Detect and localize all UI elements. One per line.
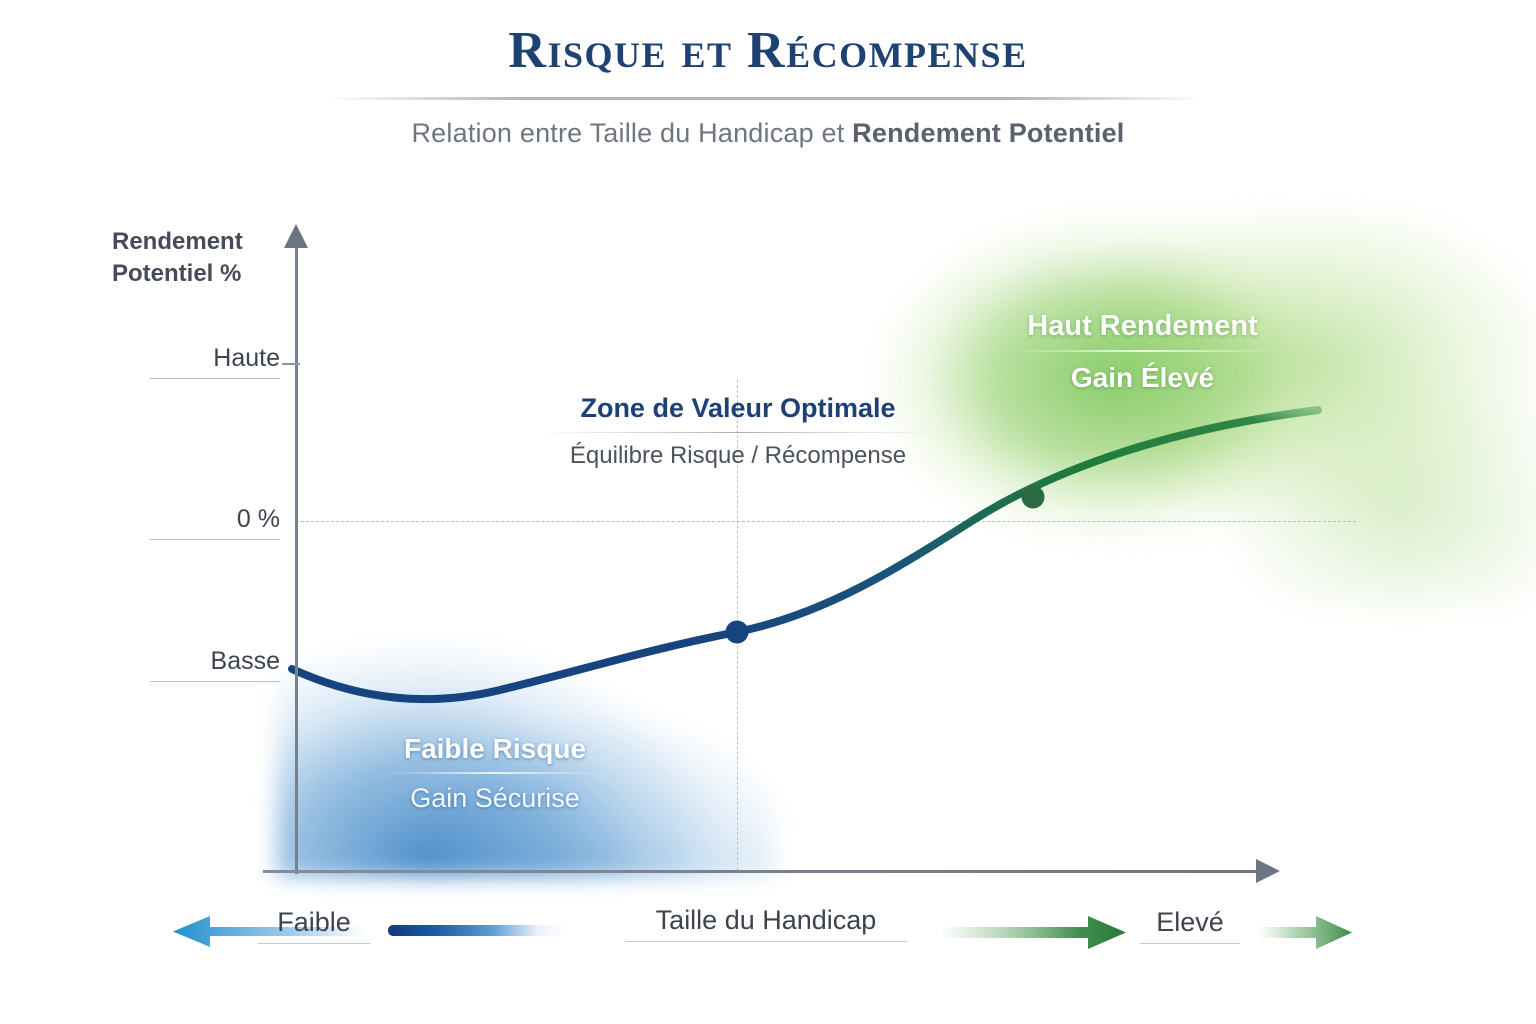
low-risk-zone-heading: Faible Risque xyxy=(403,733,587,764)
risk-reward-curve xyxy=(288,406,1322,703)
low-direction-arrow-icon xyxy=(173,916,365,947)
page-title: Risque et Récompense xyxy=(508,22,1028,79)
low-risk-zone-highlight xyxy=(300,500,720,715)
zero-percent-gridline xyxy=(296,521,1356,522)
data-point-high-return[interactable] xyxy=(1021,485,1045,509)
x-axis-title: Taille du Handicap xyxy=(625,905,907,942)
y-tick-label-basse: Basse xyxy=(150,647,280,682)
page-subtitle: Relation entre Taille du Handicap et Ren… xyxy=(0,118,1536,149)
optimal-zone-label: Zone de Valeur Optimale Équilibre Risque… xyxy=(513,392,963,471)
y-axis-arrow-icon xyxy=(284,224,308,248)
y-tick-label-zero: 0 % xyxy=(150,505,280,540)
low-risk-zone-divider xyxy=(386,772,604,774)
high-return-zone-divider xyxy=(1008,350,1277,352)
risk-gradient-bar xyxy=(388,925,568,936)
subtitle-plain: Relation entre Taille du Handicap et xyxy=(411,118,853,148)
y-axis-line xyxy=(295,228,298,874)
high-direction-arrow-small-icon xyxy=(1258,916,1352,949)
x-axis-arrow-icon xyxy=(1256,859,1280,883)
high-return-zone-subtext: Gain Élevé xyxy=(1070,361,1215,393)
high-direction-arrow-icon xyxy=(940,916,1126,949)
y-axis-title: Rendement Potentiel % xyxy=(112,228,243,287)
title-divider xyxy=(326,97,1206,100)
data-point-optimal[interactable] xyxy=(725,620,749,644)
y-tick-haute xyxy=(282,363,300,365)
y-tick-label-haute: Haute xyxy=(150,344,280,379)
subtitle-bold: Rendement Potentiel xyxy=(852,118,1125,148)
low-risk-zone-label: Faible Risque Gain Sécurise xyxy=(360,731,630,815)
low-risk-zone-subtext: Gain Sécurise xyxy=(410,782,580,813)
high-return-zone-heading: Haut Rendement xyxy=(1027,310,1258,342)
high-return-zone-shading xyxy=(845,215,1536,605)
x-axis-low-label: Faible xyxy=(258,907,370,944)
optimal-zone-heading: Zone de Valeur Optimale xyxy=(580,393,896,423)
x-axis-high-label: Elevé xyxy=(1140,907,1240,944)
x-axis-line xyxy=(263,870,1260,873)
high-return-zone-label: Haut Rendement Gain Élevé xyxy=(975,308,1310,395)
optimal-zone-subtext: Équilibre Risque / Récompense xyxy=(569,442,907,470)
optimal-zone-divider xyxy=(538,431,938,434)
